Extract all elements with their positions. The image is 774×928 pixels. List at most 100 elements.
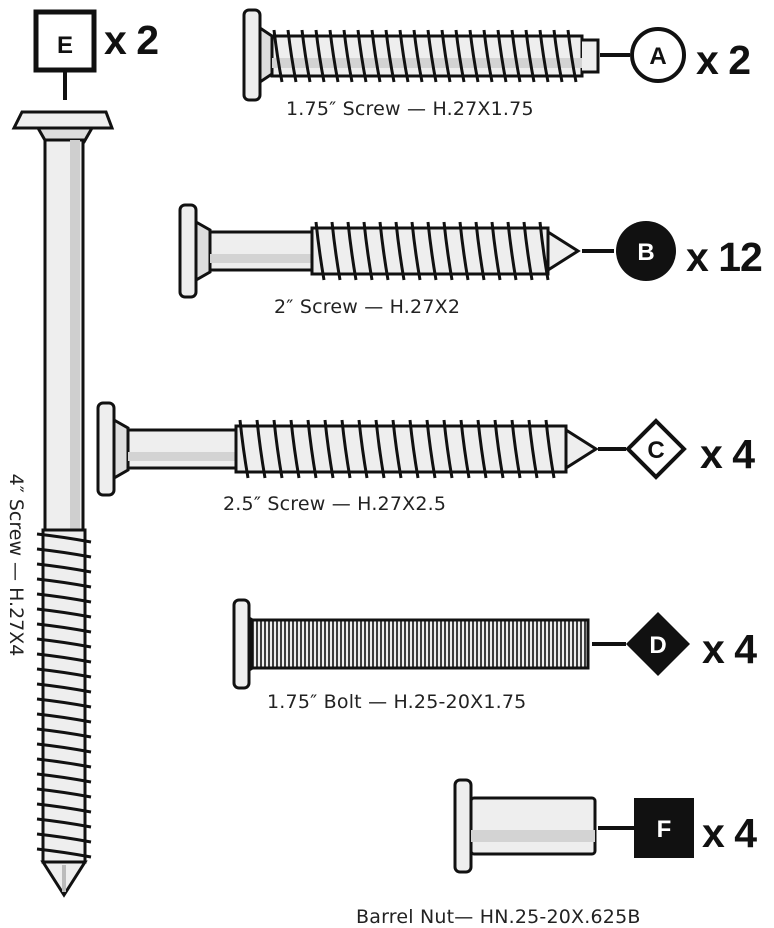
thread-line [394,221,406,281]
thread-line [36,802,92,814]
thread-line [425,419,437,479]
thread-line [538,221,550,281]
thread-line [36,772,92,784]
thread-line [527,419,539,479]
thread-line [36,697,92,709]
qty-d: x 4 [702,626,757,672]
badge-d-letter: D [649,632,666,659]
thread-line [544,419,556,479]
badge-b-letter: B [637,239,654,266]
thread-line [255,419,267,479]
thread-line [384,29,396,83]
thread-line [510,419,522,479]
thread-line [272,29,284,83]
thread-line [36,847,92,859]
thread-line [36,532,92,544]
thread-line [490,221,502,281]
thread-line [522,221,534,281]
thread-line [286,29,298,83]
thread-line [36,607,92,619]
thread-line [289,419,301,479]
thread-line [300,29,312,83]
thread-line [374,419,386,479]
thread-line [36,757,92,769]
thread-line [36,727,92,739]
caption-a: 1.75″ Screw — H.27X1.75 [286,98,534,120]
thread-line [36,832,92,844]
thread-line [474,221,486,281]
thread-line [440,29,452,83]
caption-e: 4″ Screw — H.27X4 [5,473,27,657]
thread-line [378,221,390,281]
thread-line [442,419,454,479]
thread-line [459,419,471,479]
thread-line [36,712,92,724]
thread-line [36,562,92,574]
thread-line [36,652,92,664]
screw-c-drawing: C [96,401,687,497]
thread-line [36,577,92,589]
screw-e-drawing: E [11,9,115,898]
thread-line [426,221,438,281]
thread-line [36,787,92,799]
thread-line [454,29,466,83]
badge-f-letter: F [657,816,672,843]
thread-line [493,419,505,479]
thread-line [323,419,335,479]
thread-line [314,29,326,83]
thread-line [36,637,92,649]
thread-line [306,419,318,479]
thread-line [346,221,358,281]
thread-line [357,419,369,479]
barrel-nut-f-drawing: F [453,778,694,874]
thread-line [370,29,382,83]
qty-f: x 4 [702,810,757,856]
thread-line [391,419,403,479]
thread-line [362,221,374,281]
qty-a: x 2 [696,37,751,83]
thread-line [342,29,354,83]
thread-line [272,419,284,479]
thread-line [36,817,92,829]
thread-line [408,419,420,479]
thread-line [412,29,424,83]
thread-line [566,29,578,83]
thread-line [476,419,488,479]
caption-f: Barrel Nut— HN.25-20X.625B [356,906,641,928]
bolt-d-drawing: D [232,598,690,690]
thread-line [496,29,508,83]
thread-line [36,592,92,604]
qty-b: x 12 [686,234,763,280]
badge-e-letter: E [57,32,73,59]
thread-line [538,29,550,83]
badge-a-letter: A [649,43,666,70]
thread-line [238,419,250,479]
thread-line [552,29,564,83]
screw-a-drawing: A [242,8,686,102]
thread-line [36,682,92,694]
qty-c: x 4 [700,431,755,477]
caption-b: 2″ Screw — H.27X2 [274,296,461,318]
thread-line [356,29,368,83]
thread-line [506,221,518,281]
thread-line [398,29,410,83]
thread-line [330,221,342,281]
thread-line [426,29,438,83]
thread-line [468,29,480,83]
qty-e: x 2 [104,17,159,63]
screw-b-drawing: B [178,203,676,299]
thread-line [36,667,92,679]
thread-line [36,547,92,559]
thread-line [482,29,494,83]
thread-line [36,742,92,754]
thread-line [458,221,470,281]
thread-line [340,419,352,479]
thread-line [314,221,326,281]
badge-c-letter: C [647,437,664,464]
thread-line [524,29,536,83]
thread-line [410,221,422,281]
thread-line [510,29,522,83]
thread-line [36,622,92,634]
